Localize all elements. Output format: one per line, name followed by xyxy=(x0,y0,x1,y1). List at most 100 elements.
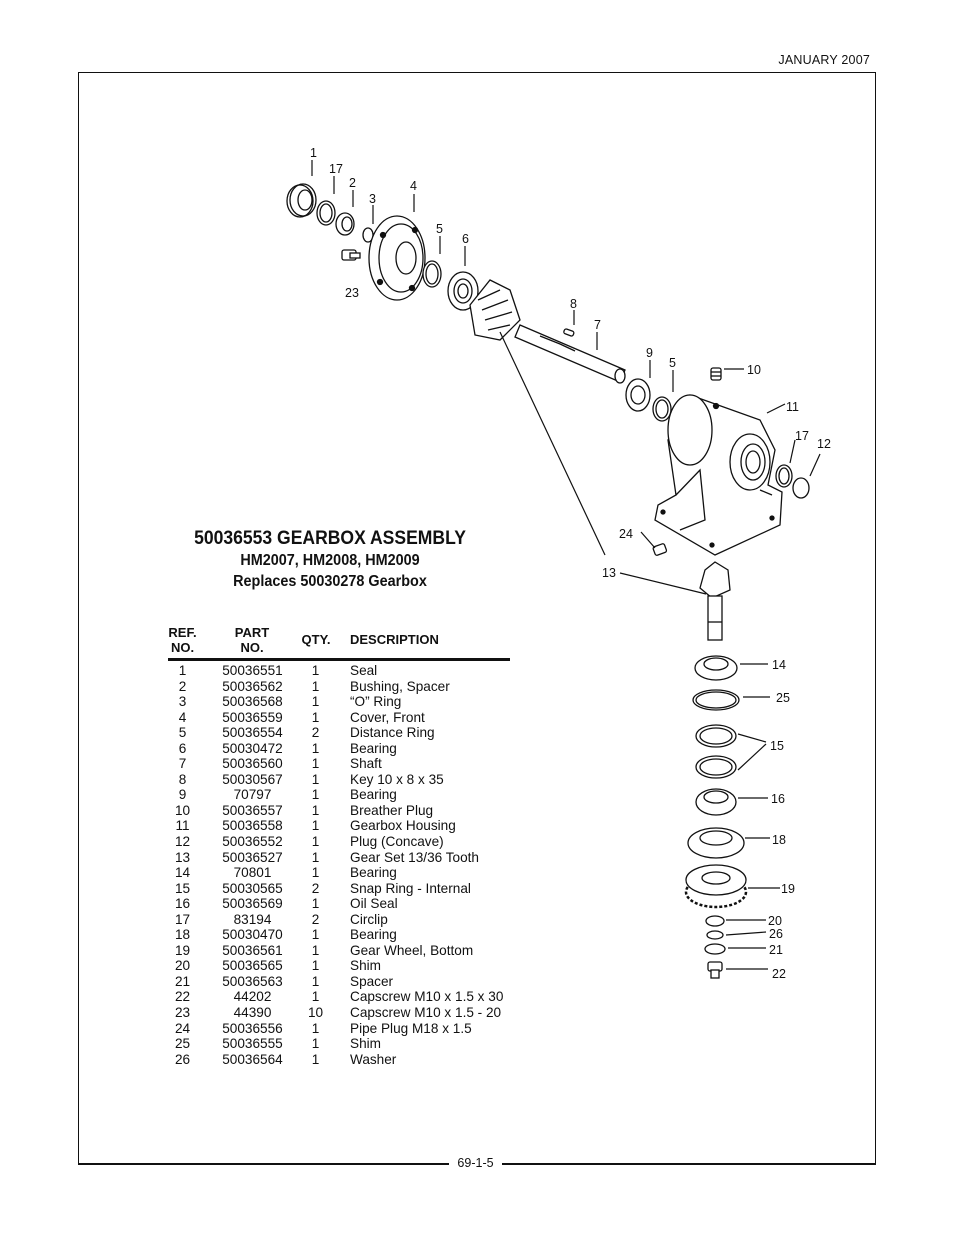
description-cell: Gear Set 13/36 Tooth xyxy=(350,849,479,865)
ref-cell: 23 xyxy=(174,1005,191,1021)
part-pinion-13 xyxy=(699,561,731,641)
description-cell: Shim xyxy=(350,1036,381,1052)
replaces-note: Replaces 50030278 Gearbox xyxy=(233,573,427,590)
model-list: HM2007, HM2008, HM2009 xyxy=(240,552,420,569)
qty-cell: 2 xyxy=(311,725,320,741)
header-rule xyxy=(168,658,510,661)
part-no-cell: 50036559 xyxy=(222,709,283,725)
description-cell: Capscrew M10 x 1.5 - 20 xyxy=(350,1005,502,1021)
description-cell: Cover, Front xyxy=(350,709,425,725)
callout-21: 21 xyxy=(769,943,783,957)
part-no-cell: 50036551 xyxy=(222,663,283,678)
part-bearing-9 xyxy=(625,378,651,412)
qty-cell: 1 xyxy=(311,663,320,678)
description-cell: Breather Plug xyxy=(350,802,434,818)
description-cell: Gearbox Housing xyxy=(350,818,456,834)
page-border xyxy=(78,72,876,1165)
part-washer-26 xyxy=(706,930,724,940)
ref-cell: 8 xyxy=(178,771,187,787)
qty-cell: 1 xyxy=(311,973,320,989)
part-no-cell: 44202 xyxy=(233,989,272,1005)
description-cell: Bearing xyxy=(350,787,397,803)
ref-cell: 18 xyxy=(174,927,191,943)
qty-cell: 1 xyxy=(311,927,320,943)
part-no-cell: 50036561 xyxy=(222,942,283,958)
part-no-cell: 50036564 xyxy=(222,1051,283,1067)
description-cell: “O” Ring xyxy=(350,694,402,710)
callout-6: 6 xyxy=(462,232,469,246)
part-capscrew-22 xyxy=(707,961,723,979)
description-cell: Bushing, Spacer xyxy=(350,678,450,694)
description-cell: Key 10 x 8 x 35 xyxy=(350,771,444,787)
callout-9: 9 xyxy=(646,346,653,360)
part-no-cell: 70797 xyxy=(233,787,272,803)
callout-18: 18 xyxy=(772,833,786,847)
callout-3: 3 xyxy=(369,192,376,206)
qty-cell: 2 xyxy=(311,880,320,896)
callout-10: 10 xyxy=(747,363,761,377)
part-breather-plug-10 xyxy=(710,367,722,381)
callout-4: 4 xyxy=(410,179,417,193)
ref-cell: 19 xyxy=(174,942,191,958)
description-cell: Bearing xyxy=(350,865,397,881)
ref-cell: 10 xyxy=(174,802,191,818)
qty-cell: 1 xyxy=(311,787,320,803)
part-bushing-2 xyxy=(335,212,355,236)
description-cell: Pipe Plug M18 x 1.5 xyxy=(350,1020,472,1036)
part-no-cell: 50030470 xyxy=(222,927,283,943)
callout-15: 15 xyxy=(770,739,784,753)
footer-rule-left xyxy=(78,1163,449,1165)
description-cell: Capscrew M10 x 1.5 x 30 xyxy=(350,989,504,1005)
callout-22: 22 xyxy=(772,967,786,981)
ref-cell: 25 xyxy=(174,1036,191,1052)
ref-cell: 12 xyxy=(174,834,191,850)
description-cell: Circlip xyxy=(350,911,388,927)
callout-23: 23 xyxy=(345,286,359,300)
qty-cell: 1 xyxy=(311,1051,320,1067)
qty-cell: 2 xyxy=(311,911,320,927)
document-date: JANUARY 2007 xyxy=(778,53,870,67)
part-no-cell: 83194 xyxy=(233,911,272,927)
description-cell: Shaft xyxy=(350,756,382,772)
part-no-cell: 70801 xyxy=(233,865,272,881)
qty-cell: 1 xyxy=(311,958,320,974)
ref-cell: 1 xyxy=(178,663,187,678)
part-gear-wheel-19 xyxy=(684,864,748,909)
callout-8: 8 xyxy=(570,297,577,311)
part-no-cell: 50030472 xyxy=(222,740,283,756)
part-spacer-21 xyxy=(704,943,726,955)
qty-cell: 1 xyxy=(311,849,320,865)
part-bearing-14 xyxy=(694,655,738,681)
part-no-cell: 50036568 xyxy=(222,694,283,710)
qty-cell: 1 xyxy=(311,709,320,725)
ref-cell: 7 xyxy=(178,756,187,772)
part-front-cover-4 xyxy=(368,215,426,301)
ref-cell: 13 xyxy=(174,849,191,865)
qty-cell: 1 xyxy=(311,942,320,958)
header-description: DESCRIPTION xyxy=(350,632,439,647)
page-number: 69-1-5 xyxy=(457,1156,494,1170)
footer-rule-right xyxy=(502,1163,876,1165)
part-key-8 xyxy=(563,328,575,337)
part-no-cell: 50036555 xyxy=(222,1036,283,1052)
description-cell: Spacer xyxy=(350,973,394,989)
part-shim-20 xyxy=(705,915,725,927)
